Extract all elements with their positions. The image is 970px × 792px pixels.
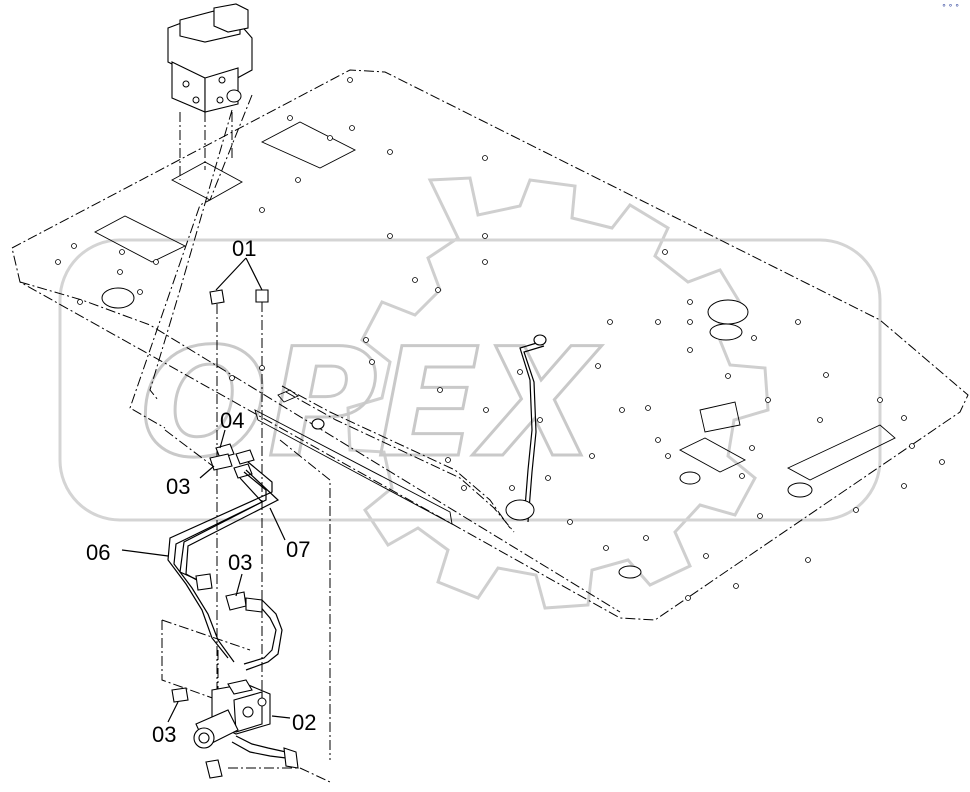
wire-harness [277,334,547,533]
floor-plate [11,69,969,621]
callout-04: 04 [220,408,244,433]
fittings-middle [195,573,263,613]
watermark-logo: OPEX [58,176,882,610]
tubes [121,461,286,671]
callout-06: 06 [86,540,110,565]
callout-03-upper: 03 [166,474,190,499]
support-rail [254,409,453,760]
callout-02: 02 [292,710,316,735]
fittings-upper [199,429,255,479]
bolt-holes [55,77,945,601]
corner-mark: ° ° ° [942,3,959,12]
bracket-guides [129,94,253,471]
callout-labels: 01 04 03 06 07 03 02 03 [86,236,316,747]
top-valve-block [167,3,253,180]
lower-guides [161,619,251,701]
callout-03-middle: 03 [228,550,252,575]
solenoid-valve [167,679,331,783]
callout-07: 07 [286,537,310,562]
callout-01: 01 [232,236,256,261]
callout-03-lower: 03 [152,722,176,747]
watermark-gear [346,176,770,610]
bolts-01 [209,257,269,700]
